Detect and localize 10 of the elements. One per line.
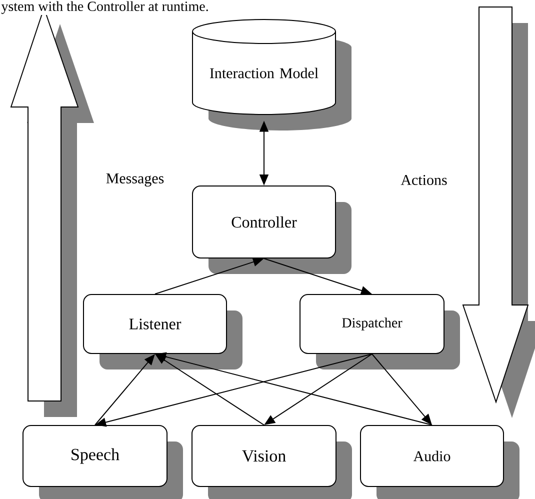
process-box: Audio — [360, 425, 520, 499]
database-cylinder: Interaction Model — [192, 19, 352, 130]
process-box: Listener — [83, 294, 242, 370]
process-box: Controller — [192, 186, 352, 274]
text-label: Actions — [400, 174, 448, 186]
text-label: ystem with the Controller at runtime. — [0, 0, 210, 15]
process-box: Vision — [192, 425, 352, 499]
process-box: Dispatcher — [300, 294, 460, 370]
text-label: Messages — [104, 172, 166, 188]
process-box: Speech — [22, 425, 183, 499]
